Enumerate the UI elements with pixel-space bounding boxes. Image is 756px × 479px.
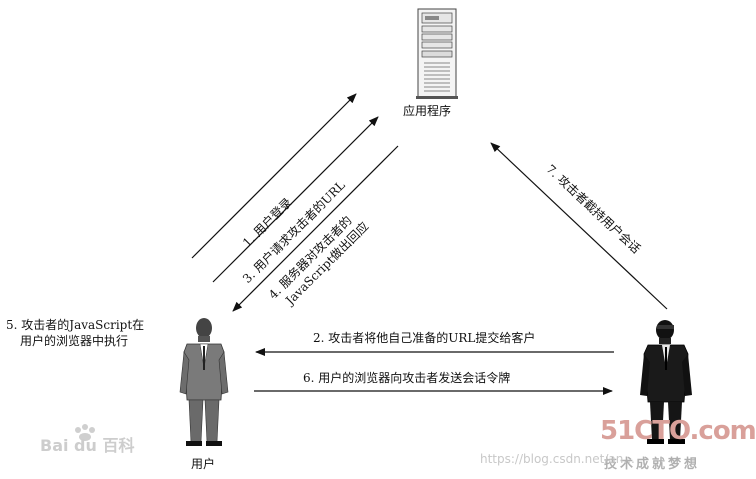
site-tagline-watermark: 技术成就梦想	[604, 457, 701, 472]
baidu-paw-icon	[75, 424, 95, 441]
step-5-line2: 用户的浏览器中执行	[20, 333, 129, 348]
blog-url-watermark: https://blog.csdn.net/an...	[480, 452, 635, 466]
arrow-step-1	[191, 93, 357, 259]
server-icon	[416, 8, 458, 99]
user-figure-icon	[179, 318, 229, 446]
step-6-label: 6. 用户的浏览器向攻击者发送会话令牌	[303, 371, 511, 385]
site-watermark: 51CTO.com	[600, 416, 756, 446]
arrow-step-3	[212, 116, 379, 283]
step-2-label: 2. 攻击者将他自己准备的URL提交给客户	[313, 331, 536, 345]
attacker-figure-icon	[640, 320, 692, 444]
diagram-graphics	[75, 8, 692, 446]
xss-attack-diagram: 应用程序 用户 1. 用户登录 3. 用户请求攻击者的URL 4. 服务器对攻击…	[6, 8, 756, 472]
baidu-watermark: Bai du 百科	[40, 436, 135, 455]
step-5-line1: 5. 攻击者的JavaScript在	[6, 318, 145, 332]
arrow-step-7	[490, 142, 668, 310]
step-5-label: 5. 攻击者的JavaScript在 用户的浏览器中执行	[6, 318, 144, 349]
user-label: 用户	[191, 457, 216, 471]
arrow-step-4	[232, 145, 399, 312]
server-label: 应用程序	[403, 104, 452, 118]
